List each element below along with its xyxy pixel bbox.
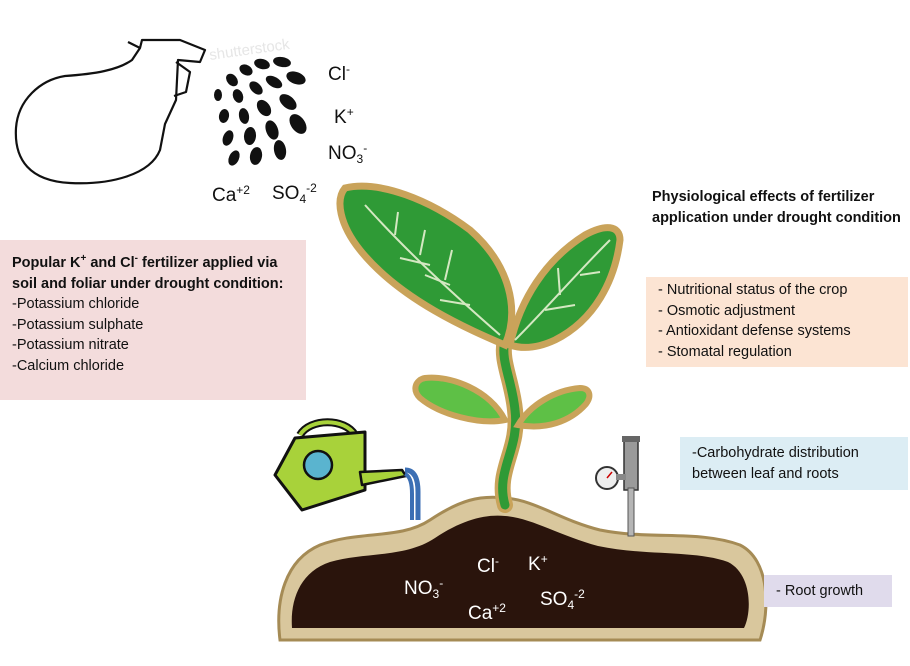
fertilizer-item: -Calcium chloride <box>12 357 125 374</box>
spray-droplets-icon <box>214 56 307 166</box>
root-growth-text: - Root growth <box>776 583 864 599</box>
watering-can-icon <box>273 418 421 520</box>
effects-box: - Nutritional status of the crop - Osmot… <box>646 277 908 367</box>
spray-ion-so4: SO4-2 <box>272 181 317 206</box>
carbohydrate-box: -Carbohydrate distribution between leaf … <box>680 437 908 490</box>
soil-ion-so4: SO4-2 <box>540 587 585 612</box>
effect-item: - Nutritional status of the crop <box>658 282 848 298</box>
fertilizer-item: -Potassium chloride <box>12 296 140 312</box>
spray-bottle-icon <box>14 38 207 185</box>
fertilizer-item: -Potassium nitrate <box>12 337 129 353</box>
spray-ion-no3: NO3- <box>328 141 368 166</box>
soil-ion-k: K+ <box>528 552 548 575</box>
effect-item: - Osmotic adjustment <box>658 302 795 319</box>
plant-seedling-icon <box>336 182 624 513</box>
soil-ion-cl: Cl- <box>477 554 499 577</box>
soil-ion-no3: NO3- <box>404 576 444 601</box>
effect-item: - Antioxidant defense systems <box>658 323 851 339</box>
spray-ion-cl: Cl- <box>328 62 350 85</box>
spray-ion-k: K+ <box>334 105 354 128</box>
effect-item: - Stomatal regulation <box>658 343 792 360</box>
soil-mound-icon <box>277 495 768 642</box>
fertilizer-item: -Potassium sulphate <box>12 316 144 333</box>
effects-heading: Physiological effects of fertilizer appl… <box>652 189 901 226</box>
carbohydrate-text: -Carbohydrate distribution between leaf … <box>692 445 859 482</box>
root-growth-box: - Root growth <box>764 575 892 607</box>
spray-ion-ca: Ca+2 <box>212 183 250 206</box>
fertilizer-box-title: Popular K+ and Cl- fertilizer applied vi… <box>12 253 284 292</box>
soil-moisture-gauge-icon <box>595 436 640 537</box>
soil-ion-ca: Ca+2 <box>468 601 506 624</box>
fertilizer-box: Popular K+ and Cl- fertilizer applied vi… <box>0 240 306 400</box>
